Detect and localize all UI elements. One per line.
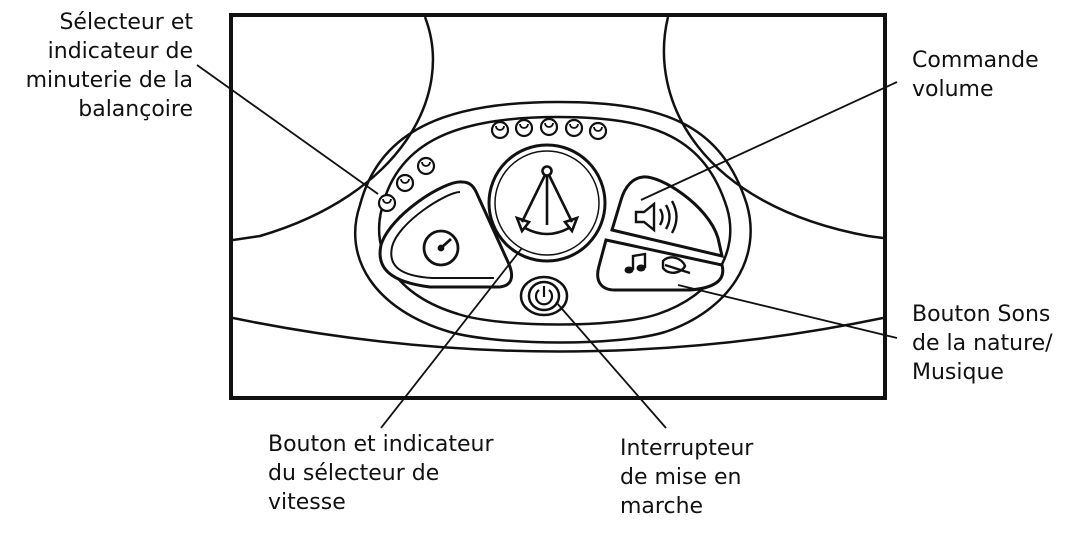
timer-button[interactable]: [378, 180, 514, 289]
speed-button[interactable]: [487, 143, 607, 263]
sounds-button[interactable]: [596, 238, 725, 292]
pod-inner-outline: [377, 115, 732, 326]
leader-power: [555, 301, 667, 429]
music-note-leaf-icon: [624, 252, 691, 275]
leader-speed: [380, 247, 523, 429]
base-curve: [233, 316, 883, 353]
leader-sounds: [677, 284, 898, 339]
timer-dial-icon: [422, 229, 460, 267]
timer-selector-label: Sélecteur et indicateur de minuterie de …: [25, 10, 193, 122]
leader-volume: [640, 81, 898, 201]
left-lobe-curve: [233, 17, 435, 242]
power-switch-label: Interrupteur de mise en marche: [620, 436, 754, 519]
right-lobe-curve: [662, 17, 883, 240]
power-button[interactable]: [519, 275, 569, 317]
speed-selector-label: Bouton et indicateur du sélecteur de vit…: [268, 432, 494, 515]
pod-outer-outline: [354, 100, 752, 344]
nature-sounds-music-label: Bouton Sons de la nature/ Musique: [912, 302, 1053, 385]
pendulum-icon: [514, 165, 580, 236]
leader-lines: [196, 64, 898, 429]
leader-timer: [196, 64, 379, 195]
power-icon: [534, 286, 554, 306]
volume-button[interactable]: [610, 175, 724, 259]
speaker-icon: [634, 200, 678, 234]
volume-control-label: Commande volume: [912, 48, 1039, 102]
